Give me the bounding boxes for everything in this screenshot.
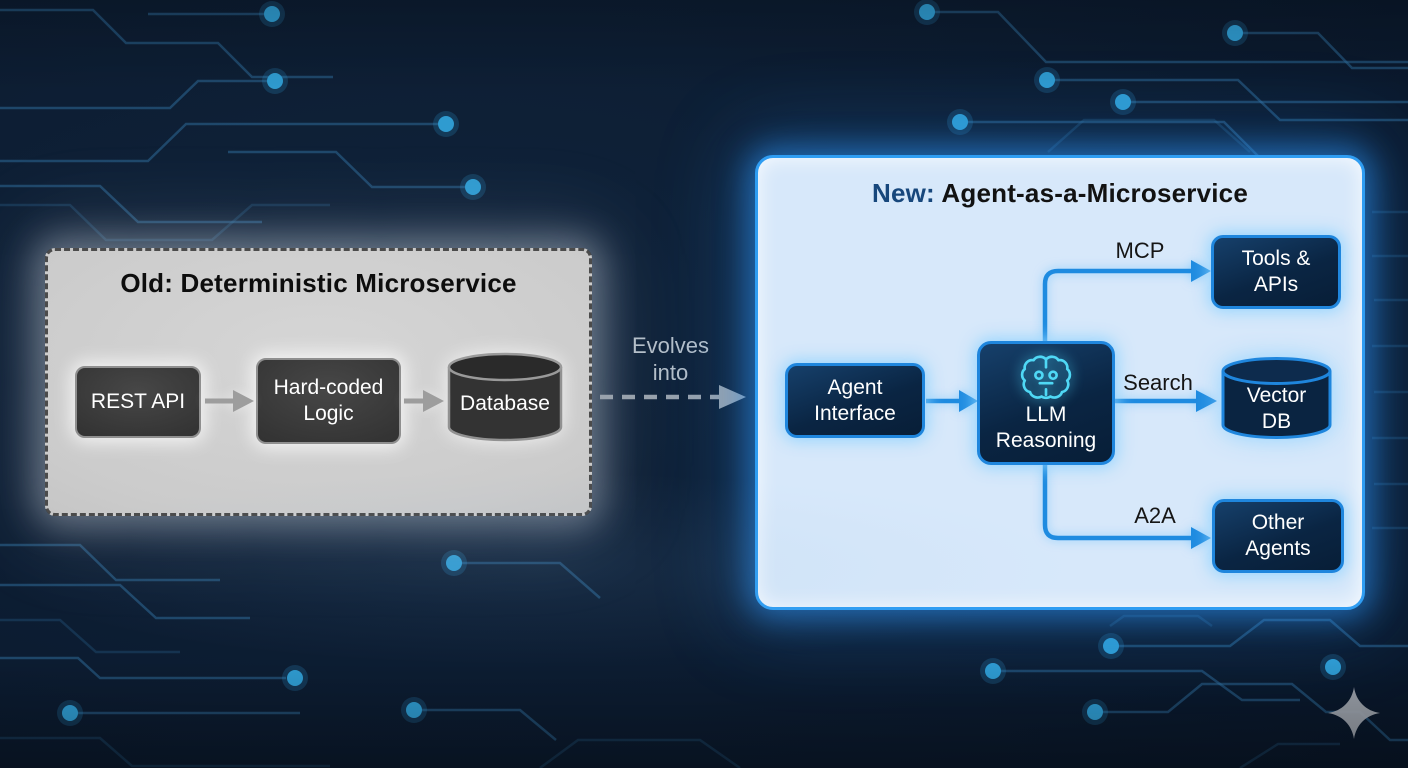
edge-label-mcp: MCP (1115, 238, 1165, 263)
node-agent-interface-label: Agent Interface (814, 375, 896, 425)
evolves-dashed-arrow (600, 385, 746, 409)
node-rest-api: REST API (75, 366, 201, 438)
circuit-traces (0, 8, 1408, 768)
vector-db-cylinder-icon (1221, 357, 1332, 439)
new-panel-title: New: Agent-as-a-Microservice (758, 178, 1362, 209)
node-llm-reasoning: LLM Reasoning (977, 341, 1115, 465)
node-llm-reasoning-label: LLM Reasoning (995, 403, 1097, 452)
node-other-agents-label: Other Agents (1245, 511, 1311, 560)
edge-label-a2a: A2A (1134, 503, 1176, 528)
node-vector-db-label: Vector DB (1246, 384, 1307, 433)
circuit-node-dots (57, 0, 1346, 726)
connector-a2a (1042, 465, 1211, 549)
arrow-logic-to-database (404, 390, 444, 412)
node-tools-apis-label: Tools & APIs (1241, 247, 1311, 296)
edge-label-search: Search (1123, 370, 1193, 395)
node-agent-interface: Agent Interface (785, 363, 925, 438)
old-panel-title: Old: Deterministic Microservice (120, 268, 517, 298)
node-other-agents: Other Agents (1212, 499, 1344, 573)
node-hard-coded-logic-label: Hard-coded Logic (273, 376, 384, 425)
new-agent-panel: New: Agent-as-a-Microservice Agent Inter… (755, 155, 1365, 610)
node-database: Database (446, 351, 564, 448)
brain-circuit-icon (1020, 355, 1072, 400)
connector-search (1115, 390, 1217, 412)
new-panel-title-prefix: New: (872, 178, 935, 208)
agent-connector-lines (926, 260, 1217, 549)
connector-agent-to-llm (926, 390, 978, 412)
node-tools-apis: Tools & APIs (1211, 235, 1341, 309)
old-flow-arrows (205, 390, 444, 412)
old-microservice-panel: Old: Deterministic Microservice REST API… (45, 248, 592, 516)
node-database-label: Database (460, 392, 550, 415)
node-rest-api-label: REST API (90, 390, 186, 413)
connector-mcp (1042, 260, 1211, 341)
arrow-rest-to-logic (205, 390, 254, 412)
node-hard-coded-logic: Hard-coded Logic (256, 358, 401, 444)
sparkle-star-icon (1328, 687, 1380, 739)
node-vector-db: Vector DB (1220, 355, 1333, 446)
evolves-into-label: Evolves into (631, 333, 710, 385)
database-cylinder-icon (447, 352, 563, 442)
new-panel-title-text: Agent-as-a-Microservice (941, 178, 1248, 208)
